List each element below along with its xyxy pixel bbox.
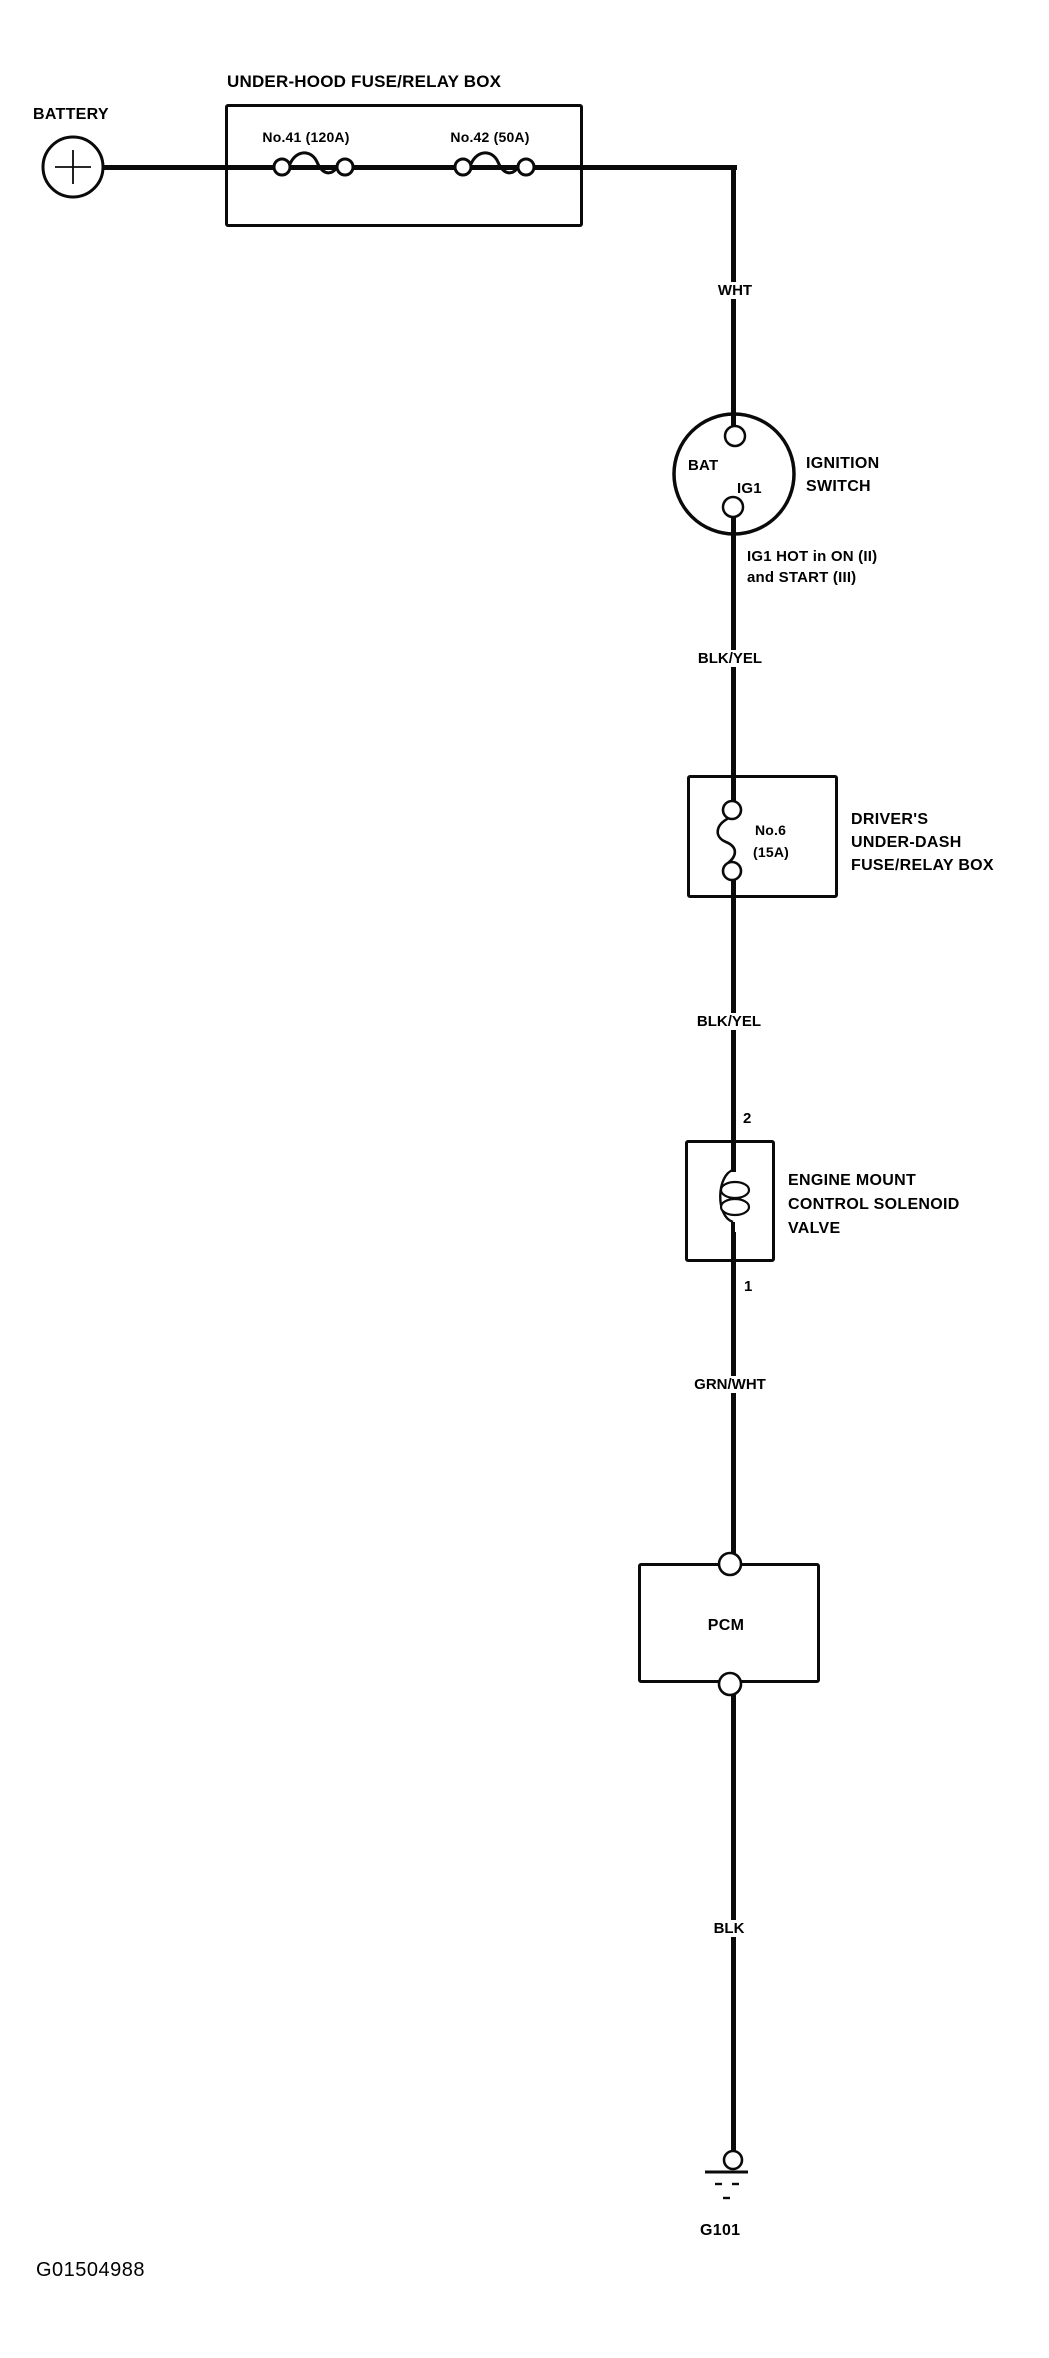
battery-label: BATTERY xyxy=(33,106,109,123)
fuse-41-icon xyxy=(267,147,367,187)
wire-color-grnwht: GRN/WHT xyxy=(690,1376,770,1393)
fuse-6-icon xyxy=(712,795,752,885)
fuse-42-icon xyxy=(448,147,548,187)
wire-color-blkyel-1: BLK/YEL xyxy=(693,650,767,667)
ignition-switch-name-line1: IGNITION xyxy=(806,455,880,472)
fuse-41-label: No.41 (120A) xyxy=(262,129,350,145)
underhood-fuse-box xyxy=(225,104,583,227)
wire-color-blkyel-2: BLK/YEL xyxy=(692,1013,766,1030)
underdash-fuse-box xyxy=(687,775,838,898)
ignition-terminal-ig1-label: IG1 xyxy=(737,480,762,497)
ground-label: G101 xyxy=(700,2222,741,2239)
wire-color-blk: BLK xyxy=(709,1920,749,1937)
underhood-box-title: UNDER-HOOD FUSE/RELAY BOX xyxy=(227,72,502,91)
wire-battery-to-column xyxy=(100,165,737,170)
pcm-label: PCM xyxy=(707,1617,745,1634)
pcm-terminal-top-icon xyxy=(715,1549,745,1579)
figure-id: G01504988 xyxy=(36,2259,146,2281)
wire-segment-grnwht xyxy=(731,1232,736,1554)
underdash-box-name-line1: DRIVER'S xyxy=(851,811,929,828)
underdash-box-name-line2: UNDER-DASH xyxy=(851,834,962,851)
pcm-terminal-bottom-icon xyxy=(715,1669,745,1699)
fuse-6-name: No.6 xyxy=(755,822,787,838)
ground-icon xyxy=(700,2143,770,2205)
solenoid-valve-box xyxy=(685,1140,775,1262)
ignition-hot-note-line1: IG1 HOT in ON (II) xyxy=(747,548,878,565)
fuse-6-rating: (15A) xyxy=(753,844,790,860)
battery-icon xyxy=(39,133,107,201)
ignition-switch-name-line2: SWITCH xyxy=(806,478,871,495)
wire-color-wht: WHT xyxy=(713,282,757,299)
solenoid-name-line1: ENGINE MOUNT xyxy=(788,1172,917,1189)
ignition-hot-note-line2: and START (III) xyxy=(747,569,857,586)
ignition-switch-icon xyxy=(664,404,804,544)
solenoid-coil-icon xyxy=(703,1154,763,1238)
underdash-box-name-line3: FUSE/RELAY BOX xyxy=(851,857,994,874)
solenoid-pin-1: 1 xyxy=(744,1278,753,1295)
fuse-42-label: No.42 (50A) xyxy=(450,129,530,145)
ignition-terminal-bat-label: BAT xyxy=(688,457,719,474)
solenoid-name-line2: CONTROL SOLENOID xyxy=(788,1196,960,1213)
solenoid-pin-2: 2 xyxy=(743,1110,752,1127)
pcm-box xyxy=(638,1563,820,1683)
solenoid-name-line3: VALVE xyxy=(788,1220,841,1237)
